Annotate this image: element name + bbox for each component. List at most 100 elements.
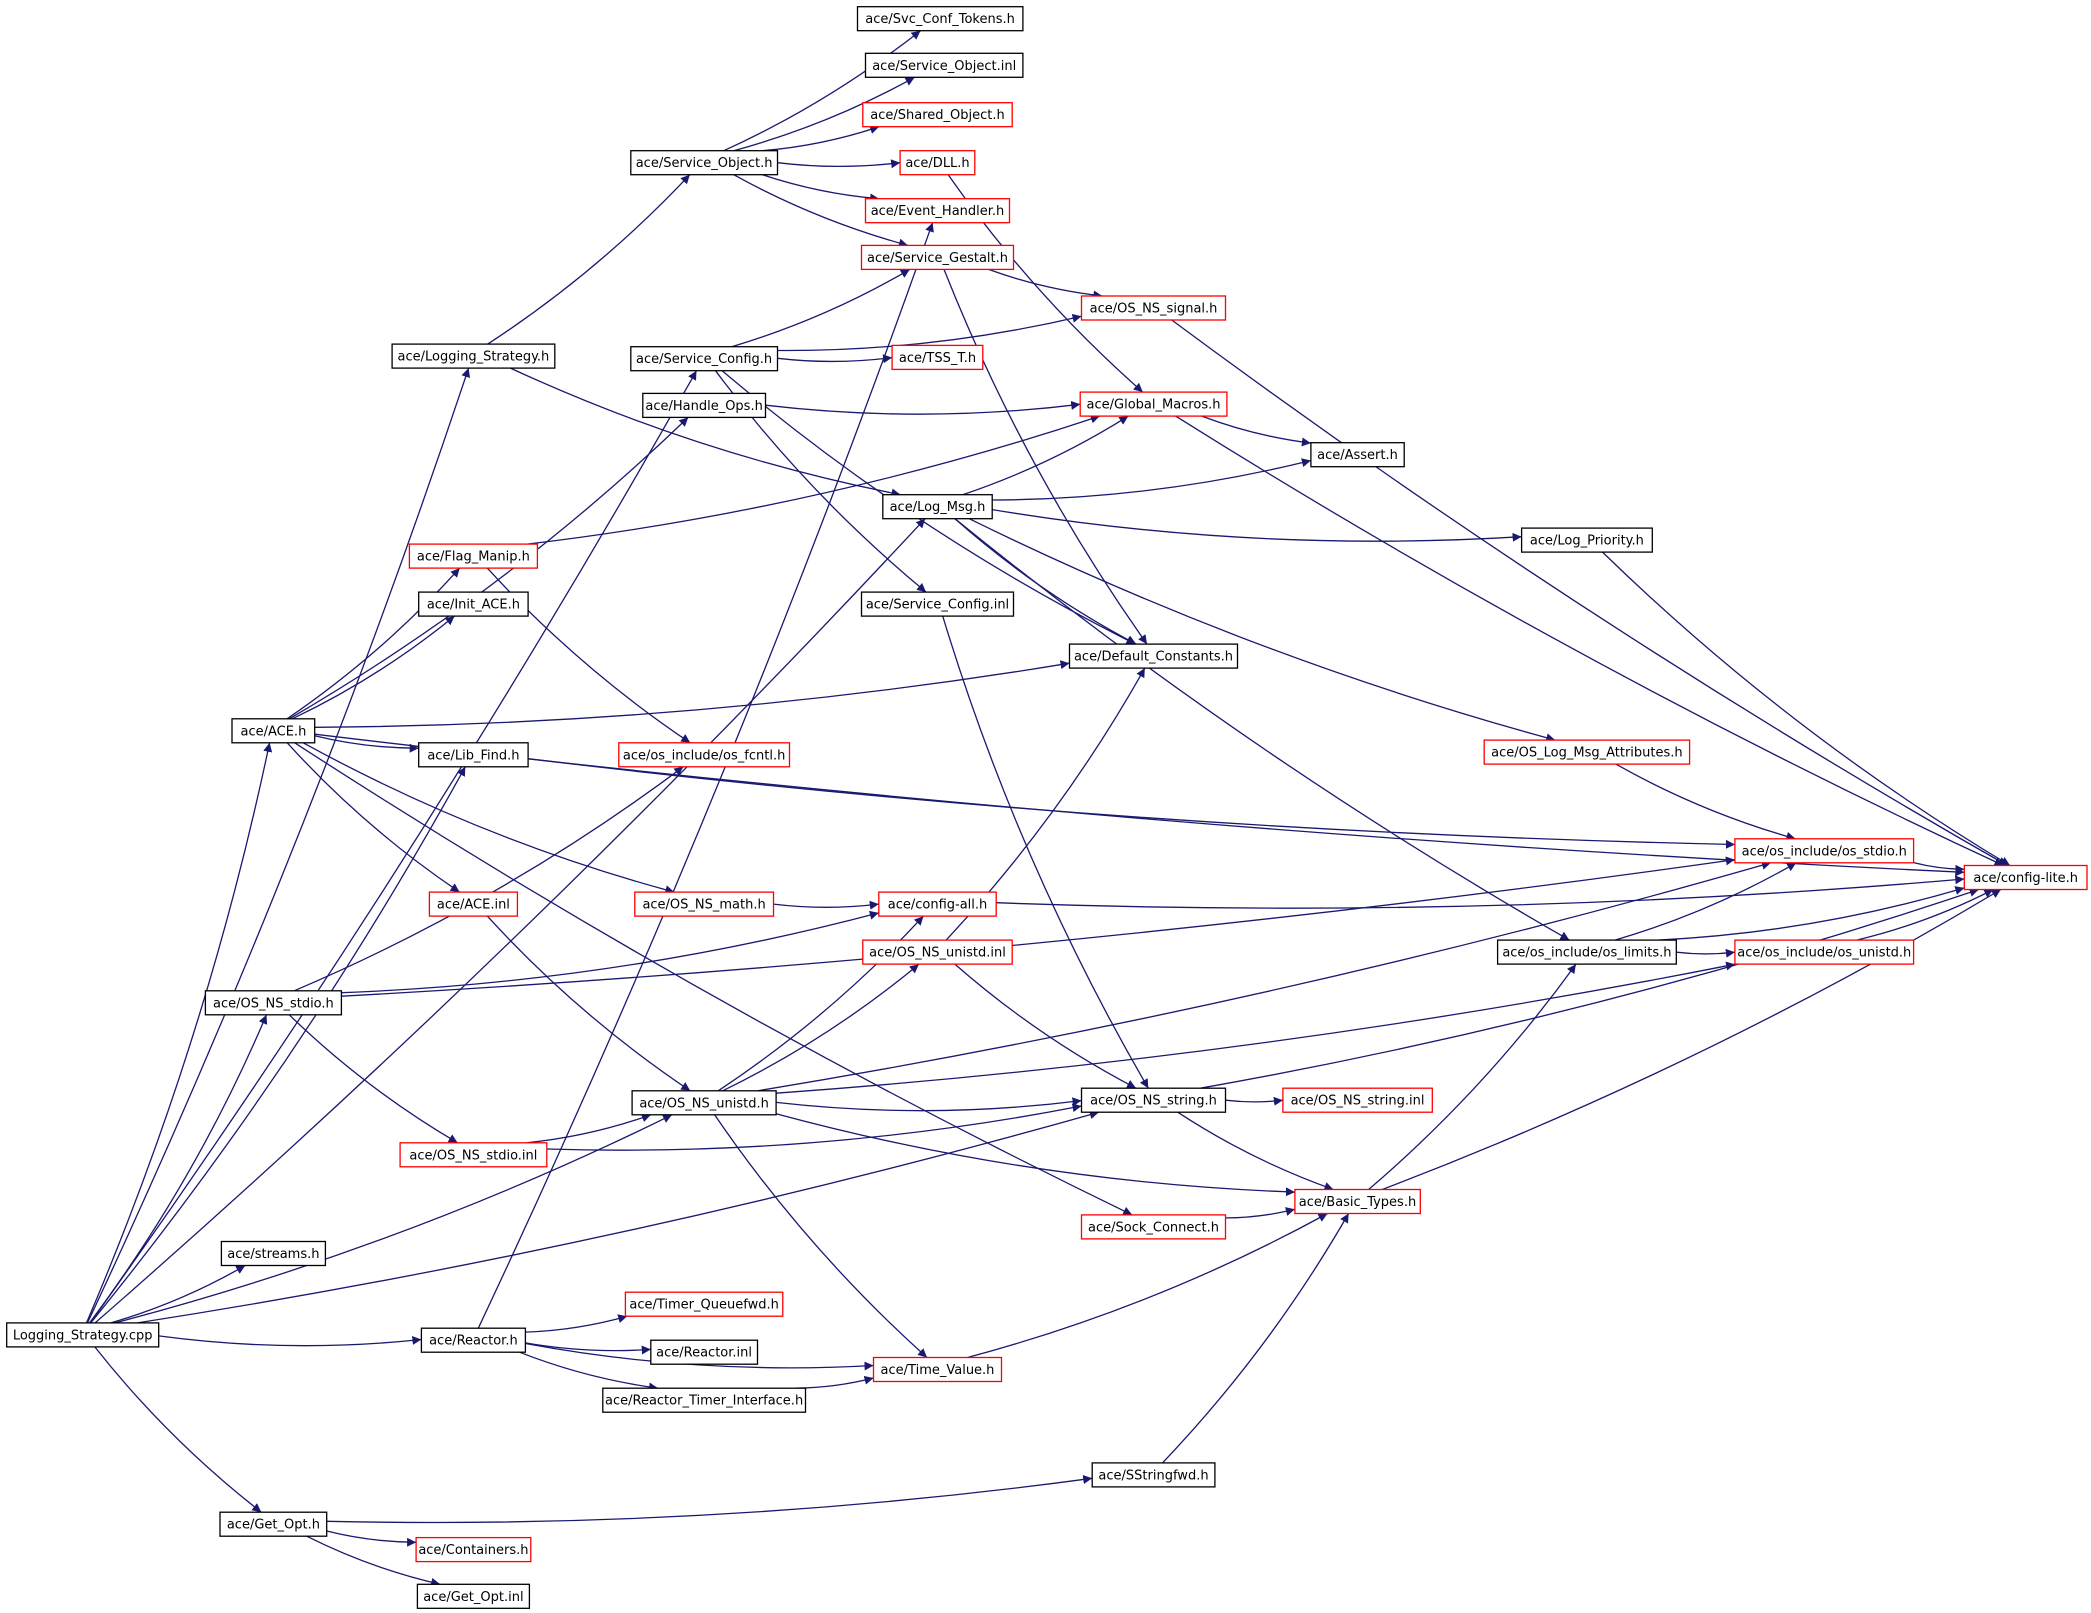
node-os-ns-stdio-inl[interactable]: ace/OS_NS_stdio.inl <box>399 1142 548 1168</box>
node-log-msg[interactable]: ace/Log_Msg.h <box>882 494 993 520</box>
node-global-macros[interactable]: ace/Global_Macros.h <box>1079 391 1228 417</box>
node-event-handler[interactable]: ace/Event_Handler.h <box>864 198 1011 224</box>
node-label: ace/os_include/os_stdio.h <box>1742 844 1907 859</box>
edge-root-to-reactor_h <box>158 1335 422 1347</box>
node-box <box>399 1142 548 1168</box>
node-sock-connect[interactable]: ace/Sock_Connect.h <box>1080 1214 1227 1240</box>
node-lib-find[interactable]: ace/Lib_Find.h <box>418 742 529 768</box>
node-os-ns-signal[interactable]: ace/OS_NS_signal.h <box>1080 295 1227 321</box>
node-label: ace/Global_Macros.h <box>1087 398 1221 413</box>
node-label: ace/ACE.h <box>240 724 306 739</box>
edge-ace_h-to-os_ns_math <box>302 742 675 895</box>
edge-service_gestalt-to-os_ns_signal <box>988 268 1103 300</box>
node-time-value[interactable]: ace/Time_Value.h <box>872 1356 1003 1383</box>
node-os-stdio-h[interactable]: ace/os_include/os_stdio.h <box>1734 838 1915 864</box>
node-service-object[interactable]: ace/Service_Object.h <box>630 150 779 176</box>
node-box <box>418 742 529 768</box>
node-box <box>1080 295 1227 321</box>
node-box <box>1091 1462 1216 1488</box>
node-timer-queuefwd[interactable]: ace/Timer_Queuefwd.h <box>624 1291 784 1317</box>
node-flag-manip[interactable]: ace/Flag_Manip.h <box>408 543 539 569</box>
node-streams[interactable]: ace/streams.h <box>220 1240 327 1267</box>
node-os-ns-string-h[interactable]: ace/OS_NS_string.h <box>1080 1087 1227 1113</box>
edge-log_msg-to-log_priority <box>992 508 1522 542</box>
edge-reactor_h-to-reactor_inl <box>525 1342 651 1355</box>
edge-log_msg-to-assert <box>992 458 1312 501</box>
node-default-constants[interactable]: ace/Default_Constants.h <box>1068 643 1239 669</box>
node-os-ns-unistd-inl[interactable]: ace/OS_NS_unistd.inl <box>862 939 1013 965</box>
node-service-gestalt[interactable]: ace/Service_Gestalt.h <box>860 244 1015 271</box>
node-os-limits[interactable]: ace/os_include/os_limits.h <box>1496 939 1677 965</box>
edge-os_ns_signal-to-config_lite <box>1171 319 2008 867</box>
node-log-priority[interactable]: ace/Log_Priority.h <box>1520 527 1653 553</box>
node-label: ace/Time_Value.h <box>881 1363 995 1378</box>
node-get-opt-h[interactable]: ace/Get_Opt.h <box>219 1511 328 1537</box>
node-dll[interactable]: ace/DLL.h <box>899 150 976 176</box>
node-os-ns-unistd-h[interactable]: ace/OS_NS_unistd.h <box>631 1090 777 1116</box>
node-label: ace/config-lite.h <box>1973 871 2078 886</box>
edge-time_value-to-basic_types <box>967 1212 1328 1359</box>
edge-reactor_h-to-timer_queuefwd <box>525 1314 628 1333</box>
edge-service_gestalt-to-default_constants <box>943 269 1148 645</box>
node-os-ns-stdio-h[interactable]: ace/OS_NS_stdio.h <box>204 990 343 1016</box>
node-label: ace/Reactor_Timer_Interface.h <box>605 1394 803 1409</box>
edge-os_ns_stdio_inl-to-os_ns_unistd_h <box>526 1113 652 1144</box>
edge-handle_ops-to-global_macros <box>765 400 1081 415</box>
node-label: ace/SStringfwd.h <box>1098 1468 1208 1483</box>
edge-ace_h-to-sock_connect <box>294 742 1133 1216</box>
node-basic-types[interactable]: ace/Basic_Types.h <box>1294 1188 1421 1215</box>
node-os-fcntl[interactable]: ace/os_include/os_fcntl.h <box>618 742 791 768</box>
node-get-opt-inl[interactable]: ace/Get_Opt.inl <box>416 1583 531 1609</box>
node-label: ace/os_include/os_fcntl.h <box>623 748 785 763</box>
edge-root-to-ace_h <box>85 742 273 1324</box>
node-logging-strategy-h[interactable]: ace/Logging_Strategy.h <box>391 343 556 369</box>
edge-os_ns_stdio_inl-to-os_ns_string_h <box>546 1103 1082 1151</box>
node-ace-h[interactable]: ace/ACE.h <box>231 718 316 744</box>
node-box <box>1068 643 1239 669</box>
node-label: ace/Event_Handler.h <box>871 204 1005 219</box>
node-service-config[interactable]: ace/Service_Config.h <box>630 346 779 372</box>
edge-root-to-os_ns_string_h <box>137 1110 1099 1324</box>
edge-reactor_h-to-reactor_timer_if <box>519 1351 659 1392</box>
node-reactor-inl[interactable]: ace/Reactor.inl <box>650 1339 759 1365</box>
node-init-ace[interactable]: ace/Init_ACE.h <box>418 591 529 617</box>
node-tss-t[interactable]: ace/TSS_T.h <box>891 344 984 371</box>
edge-os_log_msg_attr-to-os_stdio_h <box>1615 763 1796 841</box>
node-config-all[interactable]: ace/config-all.h <box>878 891 997 917</box>
node-box <box>642 392 767 419</box>
node-os-unistd-h[interactable]: ace/os_include/os_unistd.h <box>1734 939 1915 965</box>
node-label: ace/OS_NS_string.inl <box>1291 1094 1425 1109</box>
node-shared-object[interactable]: ace/Shared_Object.h <box>862 102 1013 128</box>
edge-log_priority-to-config_lite <box>1602 551 2011 867</box>
node-label: ace/OS_Log_Msg_Attributes.h <box>1491 746 1682 761</box>
node-label: ace/ACE.inl <box>437 898 510 913</box>
node-handle-ops[interactable]: ace/Handle_Ops.h <box>642 392 767 419</box>
node-reactor-h[interactable]: ace/Reactor.h <box>420 1327 527 1353</box>
node-os-ns-math[interactable]: ace/OS_NS_math.h <box>634 891 775 917</box>
node-root[interactable]: Logging_Strategy.cpp <box>6 1322 160 1348</box>
edge-os_ns_unistd_h-to-os_stdio_h <box>757 860 1772 1092</box>
node-assert[interactable]: ace/Assert.h <box>1310 442 1405 468</box>
edge-service_config-to-tss_t <box>777 354 893 364</box>
node-os-ns-string-inl[interactable]: ace/OS_NS_string.inl <box>1282 1087 1433 1113</box>
node-box <box>630 150 779 176</box>
node-label: ace/Reactor.h <box>429 1334 518 1349</box>
node-config-lite[interactable]: ace/config-lite.h <box>1963 864 2088 891</box>
node-label: ace/Init_ACE.h <box>427 598 520 613</box>
node-box <box>204 990 343 1016</box>
node-sstringfwd[interactable]: ace/SStringfwd.h <box>1091 1462 1216 1488</box>
node-box <box>1282 1087 1433 1113</box>
node-box <box>408 543 539 569</box>
edge-logging_strategy_h-to-service_object <box>487 174 691 345</box>
node-service-config-inl[interactable]: ace/Service_Config.inl <box>860 591 1015 617</box>
node-containers[interactable]: ace/Containers.h <box>415 1536 532 1563</box>
node-box <box>1080 1087 1227 1113</box>
node-reactor-timer-if[interactable]: ace/Reactor_Timer_Interface.h <box>602 1387 807 1413</box>
node-service-object-inl[interactable]: ace/Service_Object.inl <box>864 52 1024 78</box>
node-box <box>624 1291 784 1317</box>
node-label: ace/OS_NS_math.h <box>642 898 765 913</box>
node-svc-conf-tokens[interactable]: ace/Svc_Conf_Tokens.h <box>856 6 1024 32</box>
node-os-log-msg-attr[interactable]: ace/OS_Log_Msg_Attributes.h <box>1483 739 1691 765</box>
node-box <box>856 6 1024 32</box>
node-ace-inl[interactable]: ace/ACE.inl <box>428 891 519 917</box>
